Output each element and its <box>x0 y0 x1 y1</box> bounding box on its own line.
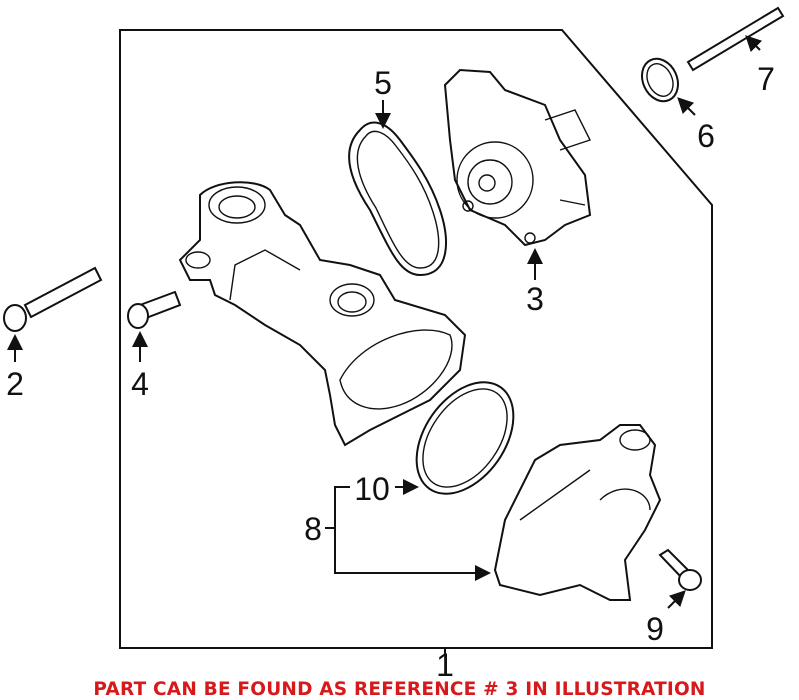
callout-6: 6 <box>697 118 715 154</box>
part-2-long-bolt <box>3 266 103 332</box>
part-9-bolt <box>658 548 702 591</box>
callout-4: 4 <box>131 366 149 402</box>
part-5-gasket <box>348 121 447 277</box>
callout-10: 10 <box>354 471 390 507</box>
part-8-thermostat-housing <box>493 424 662 601</box>
part-10-o-ring <box>415 381 515 495</box>
leader-6 <box>677 97 696 116</box>
leader-7 <box>745 35 763 53</box>
part-1-housing <box>178 181 467 447</box>
callout-7: 7 <box>757 61 775 97</box>
leader-8 <box>334 486 491 581</box>
reference-notice: PART CAN BE FOUND AS REFERENCE # 3 IN IL… <box>93 679 706 700</box>
leader-9 <box>667 590 686 609</box>
callout-3: 3 <box>526 281 544 317</box>
part-6-o-ring <box>641 57 679 103</box>
callout-8: 8 <box>304 511 322 547</box>
part-7-pipe <box>686 6 785 72</box>
callout-5: 5 <box>374 65 392 101</box>
part-4-bolt <box>127 290 182 329</box>
part-3-water-pump <box>443 68 592 247</box>
assembly-frame <box>119 29 713 649</box>
callout-2: 2 <box>6 366 24 402</box>
callout-9: 9 <box>646 611 664 647</box>
callout-1: 1 <box>436 647 454 683</box>
